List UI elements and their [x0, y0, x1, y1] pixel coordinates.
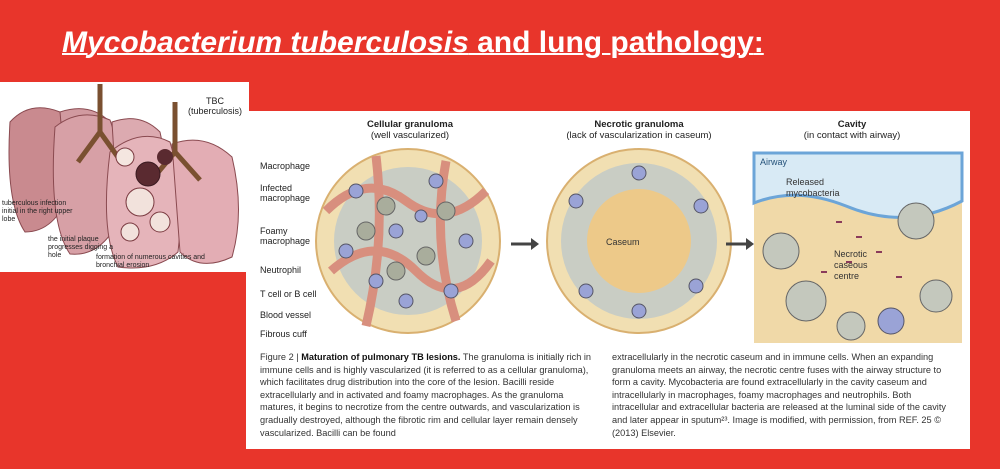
panel1-title: Cellular granuloma: [366, 119, 454, 130]
label-infected-macrophage: Infected macrophage: [260, 183, 311, 203]
tbc-label-2: the initial plaque progresses digging a …: [48, 236, 113, 259]
tbc-title: TBC(tuberculosis): [188, 96, 242, 116]
panel1-sub: (well vascularized): [370, 130, 450, 141]
released-label: Released mycobacteria: [786, 177, 840, 198]
caption-fig-label: Figure 2 |: [260, 352, 302, 362]
granuloma-figure: Cellular granuloma(well vascularized) Ne…: [246, 111, 970, 449]
panel3-sub: (in contact with airway): [803, 130, 901, 141]
granuloma-drawings: [315, 148, 964, 343]
panel1-heading: Cellular granuloma(well vascularized): [340, 119, 480, 141]
label-fibrous-cuff: Fibrous cuff: [260, 329, 307, 339]
label-macrophage: Macrophage: [260, 161, 311, 171]
tbc-lung-illustration: TBC(tuberculosis) tuberculous infection …: [0, 82, 249, 272]
panel3-heading: Cavity(in contact with airway): [782, 119, 922, 141]
slide-title: Mycobacterium tuberculosis and lung path…: [62, 26, 764, 60]
panel2-sub: (lack of vascularization in caseum): [566, 130, 712, 141]
title-colon: :: [753, 26, 764, 59]
tbc-label-3: formation of numerous cavities and bronc…: [96, 254, 205, 269]
caption-left: Figure 2 | Maturation of pulmonary TB le…: [260, 351, 592, 439]
title-rest: and lung pathology: [468, 26, 754, 59]
airway-label: Airway: [760, 157, 788, 167]
caption-fig-title: Maturation of pulmonary TB lesions.: [301, 352, 461, 362]
panel3-title: Cavity: [837, 119, 867, 130]
label-neutrophil: Neutrophil: [260, 265, 302, 275]
lungs-drawing: [8, 84, 239, 269]
label-foamy-macrophage: Foamy macrophage: [260, 226, 311, 246]
tbc-title-sub: (tuberculosis): [188, 106, 243, 116]
label-t-b-cell: T cell or B cell: [260, 289, 317, 299]
caseum-label: Caseum: [606, 237, 640, 247]
tbc-label-1: tuberculous infection initial in the rig…: [2, 200, 73, 223]
label-blood-vessel: Blood vessel: [260, 310, 312, 320]
caption-right: extracellularly in the necrotic caseum a…: [612, 352, 946, 438]
caseum-core: [587, 189, 691, 293]
panel2-heading: Necrotic granuloma(lack of vascularizati…: [544, 119, 734, 141]
airway-lumen: [752, 151, 964, 219]
necrotic-centre-label: Necrotic caseous centre: [834, 249, 868, 281]
title-italic: Mycobacterium tuberculosis: [62, 26, 469, 59]
tbc-title-main: TBC: [206, 96, 225, 106]
panel2-title: Necrotic granuloma: [594, 119, 684, 130]
caption-left-text: The granuloma is initially rich in immun…: [260, 352, 592, 438]
